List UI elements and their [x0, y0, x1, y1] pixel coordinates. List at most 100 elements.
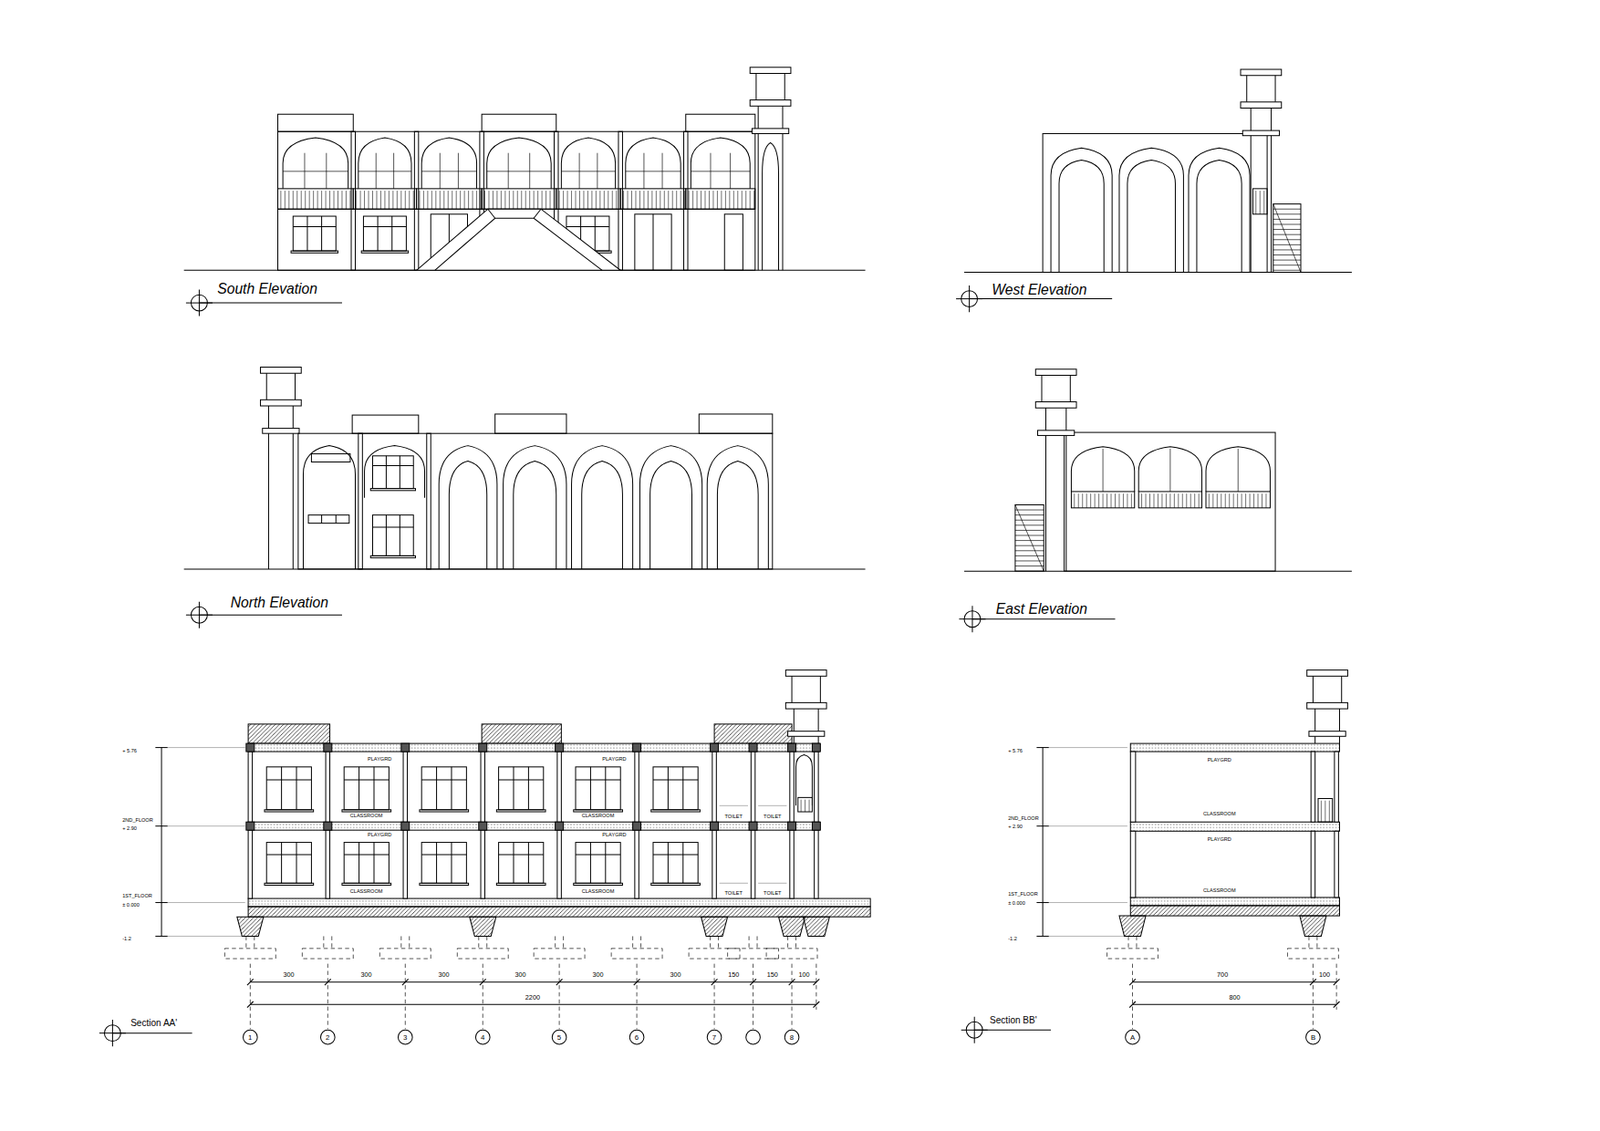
line-work: [322, 935, 324, 948]
line-work: [517, 190, 519, 209]
line-work: [653, 767, 698, 811]
line-work: [435, 190, 437, 209]
line-work: [729, 153, 731, 189]
line-work: [370, 555, 416, 558]
line-work: [400, 190, 402, 209]
line-work: [533, 948, 585, 959]
level-label: 1ST_FLOOR: [122, 893, 153, 900]
line-work: [266, 853, 312, 855]
line-work: [325, 751, 330, 822]
line-work: [675, 190, 677, 209]
line-work: [1340, 675, 1342, 703]
line-work: [1132, 981, 1338, 983]
line-work: [443, 190, 445, 209]
line-work: [304, 190, 306, 209]
line-work: [573, 810, 624, 812]
line-work: [423, 190, 425, 209]
line-work: [1015, 529, 1044, 531]
line-work: [416, 188, 483, 209]
level-label: + 2.90: [122, 827, 137, 833]
line-work: [550, 190, 551, 209]
line-work: [155, 935, 167, 937]
line-work: [249, 981, 817, 983]
line-work: [1220, 493, 1222, 509]
line-work: [418, 190, 420, 209]
line-work: [358, 137, 412, 189]
line-work: [478, 821, 488, 831]
line-work: [1273, 228, 1301, 230]
line-work: [1015, 504, 1044, 572]
line-work: [809, 800, 811, 812]
line-work: [472, 190, 474, 209]
line-work: [533, 208, 541, 219]
line-work: [545, 190, 547, 209]
line-work: [1015, 535, 1044, 537]
line-work: [541, 190, 543, 209]
line-work: [653, 842, 698, 884]
line-work: [1015, 524, 1044, 526]
line-work: [352, 415, 419, 434]
line-work: [375, 190, 377, 209]
line-work: [1015, 555, 1044, 557]
line-work: [1135, 935, 1137, 948]
grid-bubble-label: 6: [634, 1034, 639, 1042]
line-work: [591, 190, 593, 209]
line-work: [741, 190, 743, 209]
line-work: [282, 170, 349, 172]
line-work: [1236, 493, 1238, 509]
line-work: [292, 226, 336, 228]
line-work: [1237, 448, 1239, 492]
line-work: [1255, 190, 1257, 215]
line-work: [373, 767, 375, 811]
line-work: [1130, 821, 1340, 832]
room-label: CLASSROOM: [1203, 811, 1237, 818]
line-work: [361, 250, 408, 253]
view-title: East Elevation: [996, 602, 1088, 617]
line-work: [248, 821, 820, 831]
line-work: [820, 675, 821, 703]
line-work: [662, 153, 664, 189]
line-work: [399, 515, 401, 557]
line-work: [343, 767, 389, 811]
line-work: [751, 128, 789, 135]
line-work: [814, 830, 819, 899]
line-work: [1273, 204, 1301, 273]
line-work: [1273, 244, 1301, 246]
line-work: [582, 190, 584, 209]
line-work: [520, 190, 522, 209]
line-work: [1312, 964, 1314, 1030]
line-work: [685, 114, 756, 132]
line-work: [343, 779, 389, 780]
line-work: [1273, 238, 1301, 240]
dimension-text: 150: [727, 972, 739, 979]
line-work: [528, 842, 530, 884]
line-work: [1042, 748, 1044, 937]
line-work: [652, 214, 654, 271]
line-work: [595, 190, 597, 209]
line-work: [155, 825, 167, 827]
line-work: [579, 153, 581, 189]
line-work: [557, 751, 562, 822]
line-work: [495, 414, 567, 434]
line-work: [745, 190, 747, 209]
line-work: [700, 190, 702, 209]
line-work: [712, 190, 714, 209]
line-work: [325, 190, 327, 209]
line-work: [566, 226, 610, 228]
line-work: [498, 853, 544, 855]
line-work: [1042, 133, 1268, 272]
line-work: [1245, 493, 1247, 509]
line-work: [640, 935, 642, 948]
line-work: [373, 515, 415, 557]
line-work: [788, 743, 797, 752]
grid-bubble: [1306, 1029, 1321, 1045]
line-work: [405, 964, 406, 1030]
line-work: [503, 446, 567, 570]
line-work: [1312, 675, 1314, 703]
line-work: [370, 488, 416, 491]
view-title: North Elevation: [230, 595, 329, 611]
line-work: [481, 114, 557, 132]
line-work: [373, 527, 415, 529]
line-work: [561, 137, 615, 189]
